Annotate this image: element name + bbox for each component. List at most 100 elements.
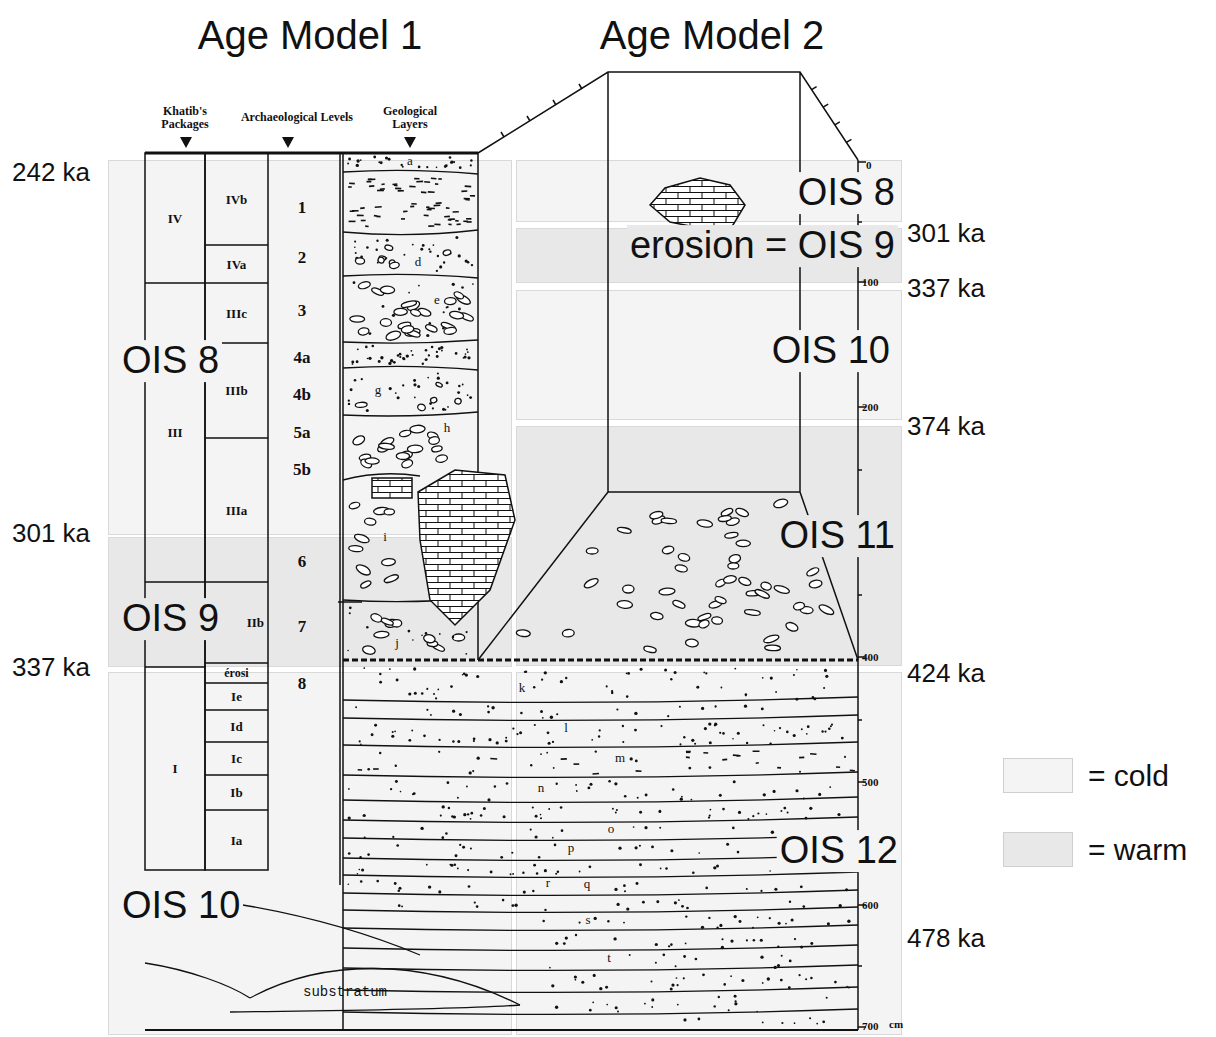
sediment-dot [477, 757, 480, 760]
sediment-dot [519, 731, 522, 734]
sediment-dot [644, 826, 647, 829]
sediment-dot [417, 385, 420, 388]
pebble [389, 261, 400, 269]
sediment-dot [708, 817, 710, 819]
sediment-dot [453, 161, 455, 163]
sediment-dash [424, 181, 430, 183]
sediment-dash [434, 223, 440, 225]
sediment-dot [413, 379, 416, 382]
sediment-dot [437, 255, 439, 257]
sediment-dot [512, 873, 514, 875]
sediment-dash [357, 215, 364, 217]
sediment-dot [616, 809, 618, 811]
depth-mark: 400 [862, 651, 879, 663]
sediment-dot [470, 812, 473, 815]
sediment-dash [382, 183, 385, 185]
level-number: 4b [293, 386, 311, 405]
sediment-dot [726, 843, 729, 846]
age-label: 374 ka [907, 412, 985, 441]
sediment-dot [392, 731, 394, 733]
stage-label: OIS 10 [119, 885, 243, 927]
pebble [818, 603, 835, 617]
sediment-dot [800, 945, 803, 948]
pebble [355, 258, 365, 265]
sediment-dot [542, 920, 544, 922]
sediment-dot [429, 251, 431, 253]
sediment-dash [574, 763, 580, 765]
sediment-dot [762, 677, 764, 679]
sediment-dot [599, 729, 601, 731]
sediment-dot [810, 942, 813, 945]
sediment-dot [598, 735, 600, 737]
package-name: IIb [247, 616, 264, 629]
sediment-dot [795, 698, 798, 701]
sediment-dash [448, 224, 451, 226]
sediment-dot [375, 249, 377, 251]
layer-letter: s [585, 913, 590, 927]
sediment-dash [850, 769, 855, 771]
sediment-dot [356, 360, 359, 363]
sediment-dot [635, 759, 638, 762]
pebble [383, 573, 399, 584]
sediment-dash [377, 190, 384, 192]
package-name: érosi [224, 667, 248, 679]
sediment-dot [445, 832, 448, 835]
sediment-dash [431, 178, 437, 180]
sediment-dash [410, 206, 414, 208]
pebble [428, 436, 440, 446]
sediment-dot [798, 974, 800, 976]
sediment-dot [734, 668, 736, 670]
level-number: 7 [298, 618, 307, 637]
sediment-dot [606, 1004, 608, 1006]
sediment-dot [834, 981, 837, 984]
sediment-dot [677, 984, 679, 986]
sediment-dot [739, 920, 742, 923]
sediment-dash [636, 770, 642, 772]
sediment-dot [565, 677, 567, 679]
sediment-dot [420, 248, 423, 251]
sediment-dot [432, 407, 434, 409]
sediment-dot [468, 885, 471, 888]
pebble [718, 515, 732, 522]
sediment-dot [702, 973, 705, 976]
sediment-dot [636, 882, 639, 885]
sediment-dot [791, 918, 794, 921]
sediment-dot [348, 788, 350, 790]
sediment-dot [464, 356, 467, 359]
sediment-dot [462, 384, 464, 386]
sediment-dot [348, 158, 351, 161]
sediment-dash [358, 769, 362, 771]
sediment-dot [614, 782, 617, 785]
sediment-dot [392, 836, 394, 838]
climate-band: OIS 11 [516, 426, 902, 666]
package-name: I [172, 762, 177, 775]
sediment-dot [667, 715, 669, 717]
sediment-dot [552, 741, 554, 743]
sediment-dot [397, 354, 400, 357]
pebble [423, 634, 436, 644]
sediment-dot [412, 354, 414, 356]
sediment-dot [714, 1005, 716, 1007]
pebble [435, 382, 443, 388]
sediment-dash [756, 762, 759, 764]
sediment-dot [530, 764, 532, 766]
sediment-dot [463, 357, 465, 359]
sediment-dot [795, 789, 798, 792]
sediment-dot [595, 750, 597, 752]
sediment-dot [491, 706, 494, 709]
sediment-dot [614, 888, 617, 891]
pebble [724, 532, 738, 539]
sediment-dot [774, 730, 776, 732]
sediment-dot [494, 785, 496, 787]
sediment-dot [440, 815, 442, 817]
stage-label: OIS 10 [769, 330, 893, 372]
age-label: 478 ka [907, 924, 985, 953]
sediment-dot [757, 916, 759, 918]
sediment-dot [425, 359, 427, 361]
package-name: III [167, 426, 182, 439]
sediment-dot [796, 669, 798, 671]
sediment-dot [752, 815, 754, 817]
sediment-dash [490, 758, 497, 760]
pebble [417, 403, 427, 412]
